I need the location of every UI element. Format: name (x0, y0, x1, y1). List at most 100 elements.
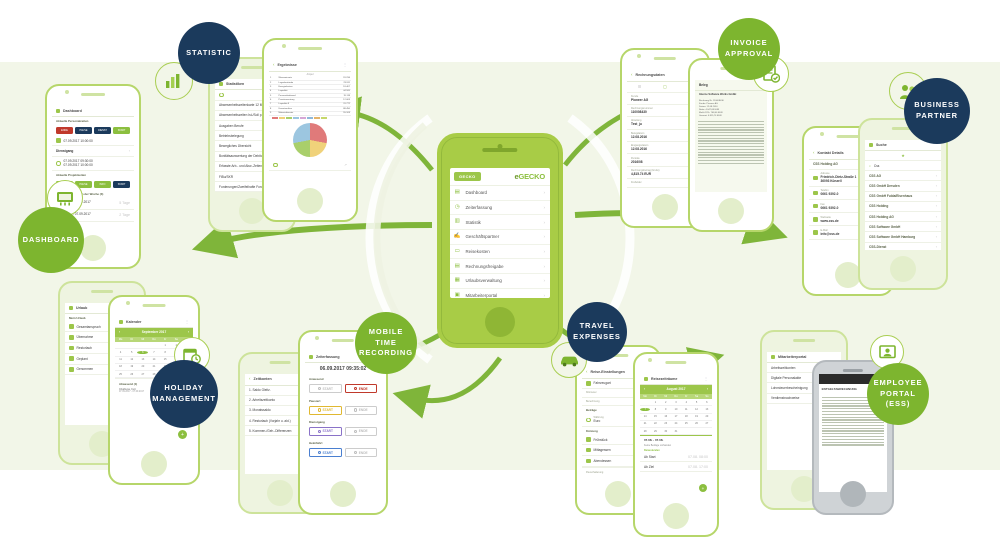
menu-item-geschäftspartner[interactable]: ✍Geschäftspartner› (450, 230, 550, 245)
calendar-day[interactable]: 19 (695, 415, 698, 419)
calendar-day[interactable]: 28 (152, 372, 156, 376)
menu-item-zeiterfassung[interactable]: ◷Zeiterfassung› (450, 201, 550, 216)
home-button[interactable] (267, 480, 293, 506)
calendar-day[interactable] (137, 344, 148, 347)
statistics-item[interactable]: Ausgaben Berufe (215, 121, 289, 132)
search-result-row[interactable]: CSS Holding› (865, 202, 941, 212)
prev-month-button[interactable]: ‹ (644, 387, 646, 392)
home-button[interactable] (80, 235, 106, 261)
calendar-day[interactable]: 7 (640, 407, 651, 411)
travel-field[interactable]: Kilometer (582, 389, 654, 398)
invoice-field[interactable]: Rechnungsbetrag (brutto)4,815.74 EUR (627, 167, 703, 180)
calendar-day[interactable]: 5 (695, 400, 698, 404)
calendar-day[interactable]: 17 (674, 415, 678, 419)
calendar-day[interactable]: 1 (164, 343, 166, 347)
statistics-item[interactable]: FiBu/SKR (215, 172, 289, 183)
calendar-day[interactable]: 14 (643, 415, 647, 419)
calendar-day[interactable]: 19 (130, 365, 134, 369)
statistics-item[interactable]: Bewegliches Übersicht (215, 141, 289, 152)
calendar-day[interactable]: 22 (654, 422, 657, 426)
download-icon[interactable]: ↓ (273, 162, 278, 168)
star-icon[interactable]: ★ (901, 153, 905, 158)
calendar-day[interactable]: 26 (695, 422, 698, 426)
overflow-menu-icon[interactable]: ⋮ (185, 319, 189, 324)
home-button[interactable] (718, 198, 744, 224)
dashboard-tile[interactable]: ENDE (56, 126, 73, 134)
calendar-day[interactable]: 18 (119, 365, 122, 369)
calendar-day[interactable]: 7 (153, 350, 155, 354)
time-start-button[interactable]: START (309, 384, 342, 394)
statistics-item[interactable]: Bonitätsauswertung der Debitoren (215, 152, 289, 162)
dashboard-dienstgang-row[interactable]: Dienstgang › (52, 146, 134, 157)
calendar-day[interactable]: 20 (141, 365, 145, 369)
menu-icon[interactable] (69, 306, 73, 310)
calendar-day[interactable]: 21 (152, 365, 156, 369)
dashboard-tile[interactable]: START (113, 126, 130, 134)
calendar-day[interactable]: 26 (130, 372, 134, 376)
statistics-item[interactable]: Erfasste Arb.- und Abw.-Zeiten (215, 162, 289, 172)
home-button[interactable] (485, 307, 515, 337)
calendar-day[interactable]: 2 (665, 400, 667, 404)
menu-icon[interactable] (869, 143, 873, 147)
dashboard-tile[interactable]: START (113, 180, 130, 188)
calendar-day[interactable]: 31 (674, 429, 678, 433)
calendar-day[interactable] (115, 344, 126, 347)
calendar-day[interactable]: 20 (705, 415, 709, 419)
menu-item-rechnungsfreigabe[interactable]: ▤Rechnungsfreigabe› (450, 259, 550, 275)
search-result-row[interactable]: CSS Holding AG› (865, 212, 941, 223)
calendar-day[interactable]: 4 (685, 400, 687, 404)
menu-item-statistik[interactable]: ▥Statistik› (450, 215, 550, 231)
dashboard-tile[interactable]: INFO (94, 180, 111, 188)
calendar-day[interactable]: 23 (664, 422, 668, 426)
portal-item[interactable]: Verdienstnachweise (767, 394, 841, 404)
calendar-day[interactable]: 10 (674, 407, 678, 411)
calendar-day[interactable]: 6 (137, 350, 149, 354)
calendar-day[interactable] (640, 401, 650, 404)
calendar-day[interactable]: 1 (654, 400, 657, 404)
prev-month-button[interactable]: ‹ (119, 330, 121, 335)
search-result-row[interactable]: CSS-Dienst› (865, 243, 941, 251)
next-month-button[interactable]: › (706, 387, 708, 392)
tab-document-icon[interactable]: ▢ (663, 84, 667, 89)
calendar-day[interactable]: 12 (130, 358, 134, 362)
statistics-item[interactable]: Abwesenheitszeiten Ist-/Soll p. Art (215, 111, 289, 122)
calendar-day[interactable]: 4 (119, 350, 122, 354)
calendar-day[interactable]: 18 (684, 415, 688, 419)
statistics-item[interactable]: Forderungen/Zweifelhafte Forderungen (215, 182, 289, 192)
statistics-item[interactable]: Abwesenheitszeitenkarte 12 M (215, 101, 289, 111)
dashboard-tile[interactable]: PAUSE (75, 180, 92, 188)
search-result-row[interactable]: CSS GmbH Dresden› (865, 181, 941, 192)
add-travel-fab[interactable]: + (699, 484, 707, 492)
menu-item-urlaubsverwaltung[interactable]: ▦Urlaubsverwaltung› (450, 274, 550, 289)
calendar-day[interactable]: 8 (654, 407, 657, 411)
search-result-row[interactable]: CSS AG› (865, 171, 941, 182)
time-ende-button[interactable]: ENDE (344, 384, 377, 394)
menu-icon[interactable] (771, 355, 775, 359)
overflow-menu-icon[interactable]: ⋮ (343, 62, 347, 68)
back-icon[interactable]: ‹ (249, 376, 251, 381)
tab-person-icon[interactable]: ☰ (637, 84, 642, 89)
calendar-day[interactable]: 5 (131, 350, 133, 354)
home-button[interactable] (652, 194, 678, 220)
menu-icon[interactable] (119, 320, 123, 324)
time-start-button[interactable]: START (309, 426, 342, 436)
back-icon[interactable]: ‹ (273, 62, 275, 67)
menu-icon[interactable] (219, 82, 223, 86)
travel-field[interactable]: Berechnung (582, 398, 654, 406)
home-button[interactable] (141, 451, 167, 477)
time-ende-button[interactable]: ENDE (344, 426, 377, 436)
search-result-row[interactable]: CSS Software GmbH› (865, 222, 941, 233)
calendar-day[interactable]: 27 (705, 422, 709, 426)
invoice-field[interactable]: Freifelder (627, 179, 703, 188)
time-ende-button[interactable]: ENDE (344, 405, 377, 415)
statistics-item[interactable]: Betriebsbelegung (215, 131, 289, 142)
home-button[interactable] (663, 503, 689, 529)
add-vacation-fab[interactable]: + (178, 430, 187, 439)
